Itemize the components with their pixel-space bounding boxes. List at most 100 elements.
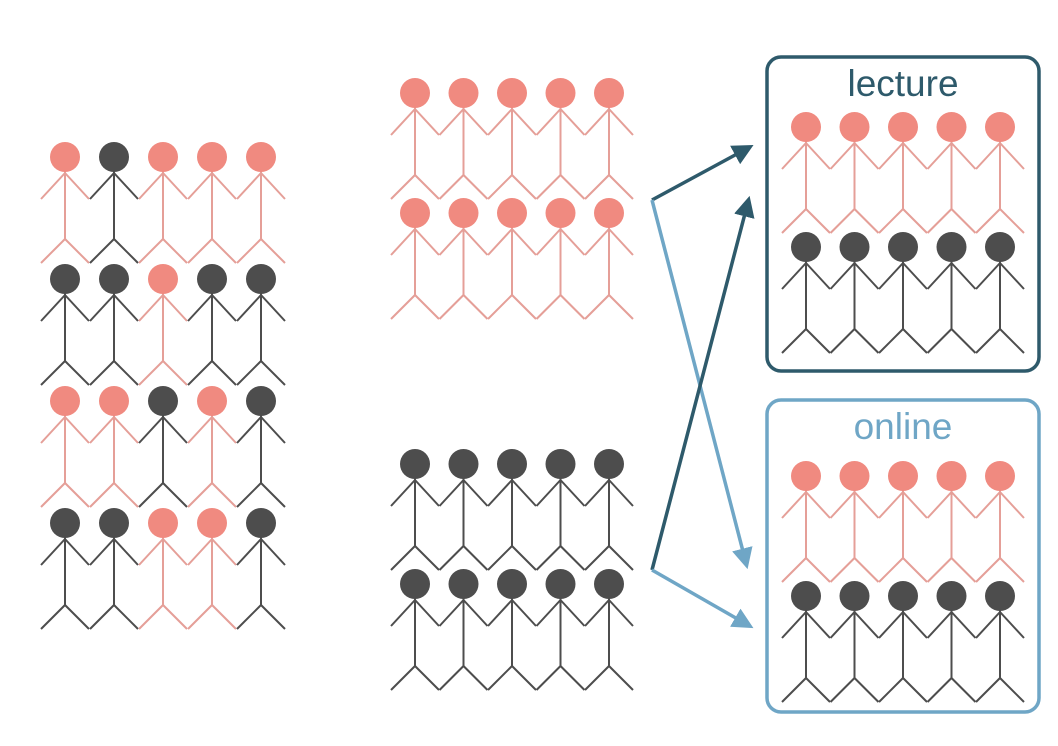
online-label: online — [854, 406, 953, 447]
person-head — [545, 569, 576, 599]
person-dark — [926, 232, 977, 354]
person-head — [936, 461, 967, 491]
person-pink — [40, 142, 90, 264]
person-head — [197, 264, 227, 294]
person-pink — [781, 112, 831, 234]
person-dark — [438, 449, 489, 571]
person-head — [197, 142, 227, 172]
online-box-frame — [765, 398, 1041, 714]
person-pink — [878, 112, 928, 234]
person-head — [400, 569, 430, 599]
person-dark — [89, 508, 139, 630]
person-pink — [438, 78, 489, 200]
person-dark — [40, 264, 90, 386]
person-dark — [535, 449, 586, 571]
person-dark — [829, 232, 880, 354]
person-head — [50, 386, 80, 416]
person-head — [197, 386, 227, 416]
person-dark — [781, 232, 831, 354]
person-head — [197, 508, 227, 538]
person-head — [497, 198, 527, 228]
person-head — [936, 581, 967, 611]
person-pink — [138, 264, 188, 386]
person-dark — [975, 581, 1025, 703]
person-head — [448, 569, 479, 599]
person-head — [99, 264, 129, 294]
lecture-label: lecture — [847, 63, 958, 104]
person-dark — [89, 264, 139, 386]
person-head — [594, 78, 624, 108]
person-head — [594, 449, 624, 479]
person-pink — [535, 78, 586, 200]
person-dark — [438, 569, 489, 691]
person-dark — [236, 264, 286, 386]
assignment-arrows — [650, 144, 755, 629]
person-head — [497, 78, 527, 108]
pink-group — [390, 78, 634, 320]
person-pink — [187, 142, 237, 264]
person-head — [545, 198, 576, 228]
person-dark — [40, 508, 90, 630]
person-head — [791, 461, 821, 491]
person-pink — [236, 142, 286, 264]
person-head — [791, 581, 821, 611]
lecture-people — [781, 112, 1025, 354]
lecture-box-frame — [765, 55, 1041, 373]
person-pink — [187, 386, 237, 508]
arrow-dark_group-to-lecture — [650, 195, 755, 571]
person-dark — [487, 449, 537, 571]
person-head — [545, 449, 576, 479]
person-pink — [138, 508, 188, 630]
person-pink — [584, 78, 634, 200]
person-head — [936, 232, 967, 262]
person-dark — [781, 581, 831, 703]
person-head — [99, 386, 129, 416]
person-pink — [878, 461, 928, 583]
arrow-pink_group-to-lecture — [651, 144, 754, 202]
person-pink — [487, 198, 537, 320]
person-head — [985, 581, 1015, 611]
person-pink — [829, 461, 880, 583]
person-pink — [438, 198, 489, 320]
person-head — [400, 78, 430, 108]
person-head — [594, 569, 624, 599]
person-pink — [187, 508, 237, 630]
person-head — [791, 232, 821, 262]
person-dark — [236, 508, 286, 630]
person-pink — [535, 198, 586, 320]
person-head — [148, 264, 178, 294]
person-dark — [390, 569, 440, 691]
person-head — [545, 78, 576, 108]
person-pink — [975, 112, 1025, 234]
person-dark — [878, 232, 928, 354]
person-head — [448, 78, 479, 108]
person-head — [936, 112, 967, 142]
person-head — [985, 232, 1015, 262]
person-dark — [584, 449, 634, 571]
person-head — [497, 569, 527, 599]
person-dark — [975, 232, 1025, 354]
person-head — [246, 142, 276, 172]
person-pink — [926, 112, 977, 234]
person-head — [50, 264, 80, 294]
person-head — [246, 386, 276, 416]
population-group — [40, 142, 286, 630]
person-head — [148, 386, 178, 416]
person-dark — [236, 386, 286, 508]
person-head — [400, 449, 430, 479]
person-head — [839, 232, 870, 262]
online-people — [781, 461, 1025, 703]
person-head — [594, 198, 624, 228]
person-pink — [781, 461, 831, 583]
person-dark — [829, 581, 880, 703]
person-head — [400, 198, 430, 228]
person-dark — [878, 581, 928, 703]
person-head — [246, 508, 276, 538]
person-dark — [89, 142, 139, 264]
person-dark — [487, 569, 537, 691]
person-dark — [584, 569, 634, 691]
person-dark — [926, 581, 977, 703]
person-head — [148, 142, 178, 172]
person-pink — [926, 461, 977, 583]
